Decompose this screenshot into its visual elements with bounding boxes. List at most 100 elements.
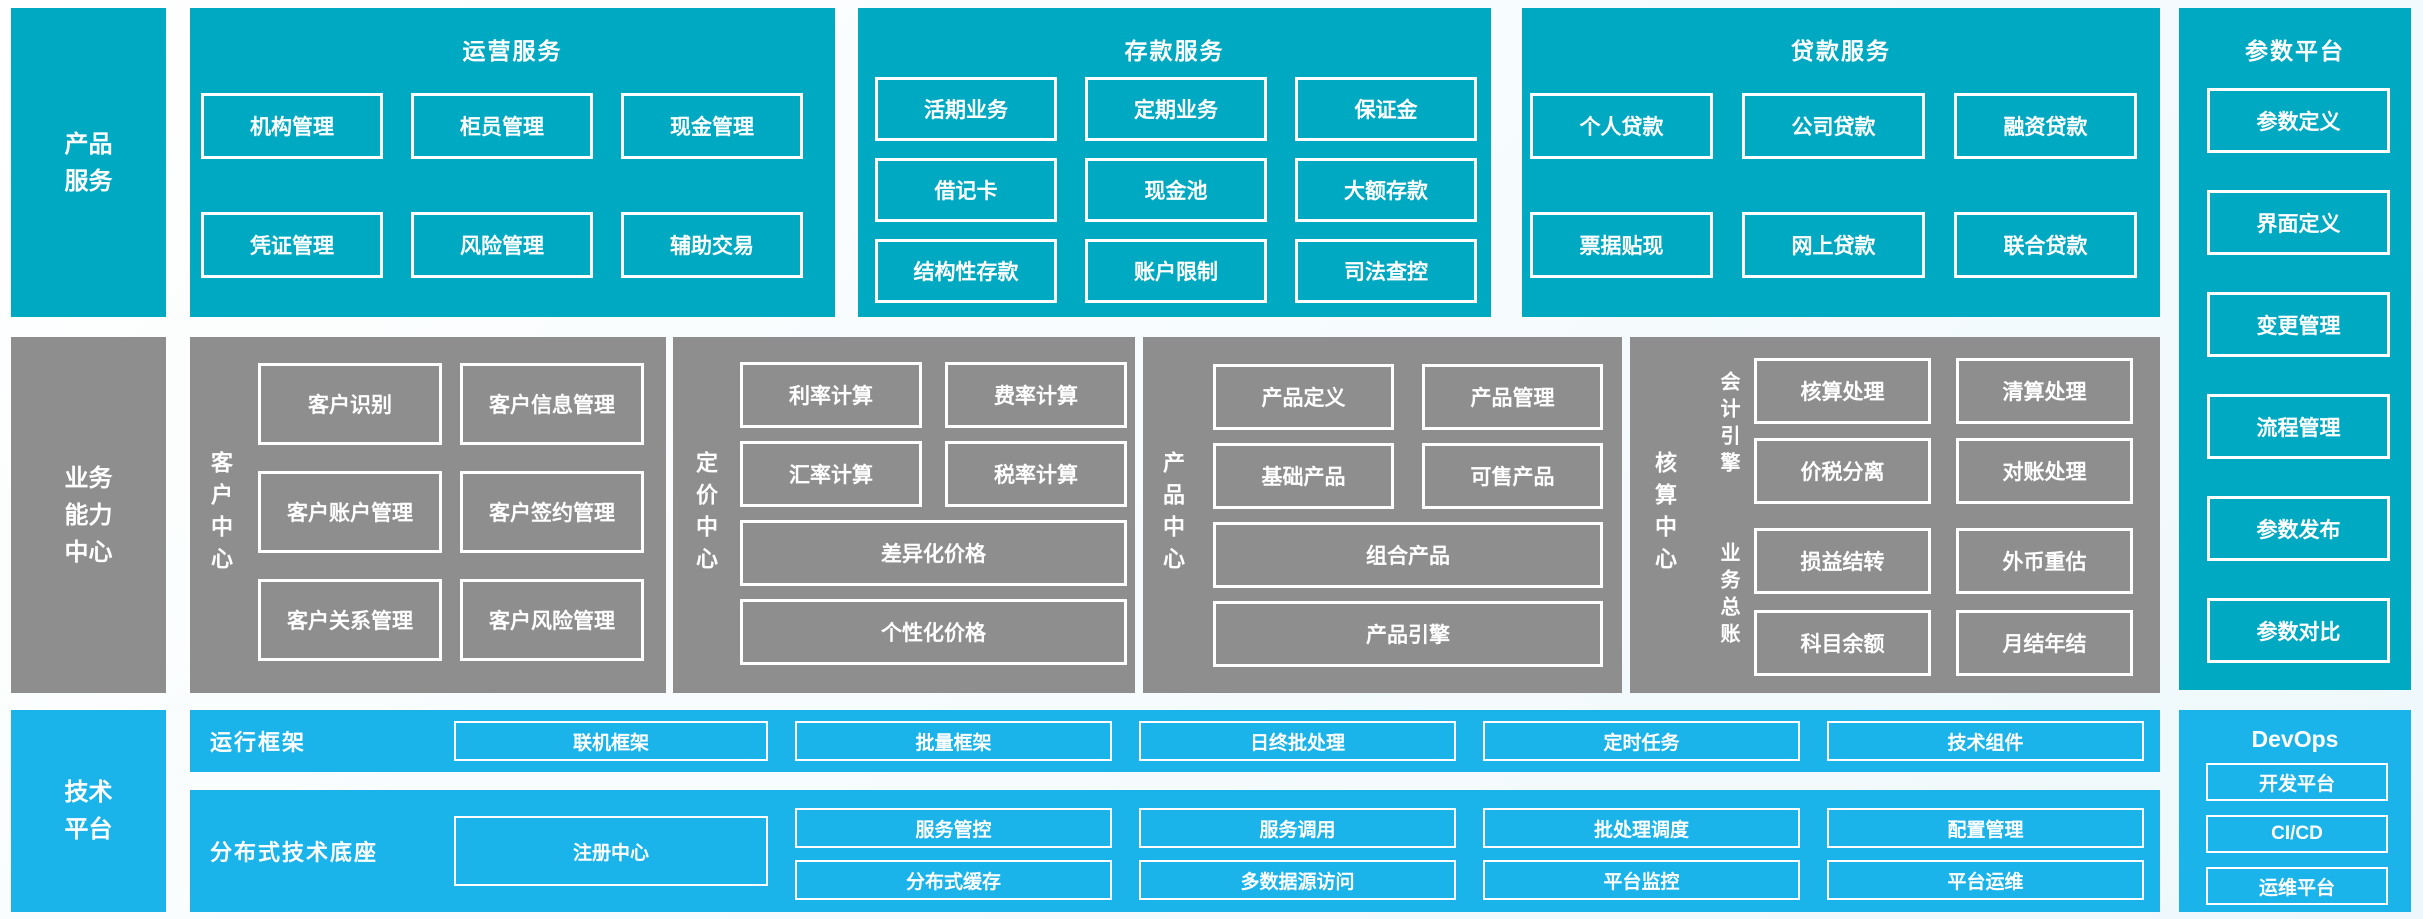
diagram-box: 月结年结: [1956, 610, 2133, 676]
diagram-box: 税率计算: [945, 441, 1127, 507]
section-runtime-framework: 运行框架 联机框架 批量框架 日终批处理 定时任务 技术组件: [190, 710, 2160, 772]
diagram-box: 组合产品: [1213, 522, 1603, 588]
diagram-box: 多数据源访问: [1139, 860, 1456, 900]
diagram-box: 客户识别: [258, 363, 442, 445]
diagram-box: 汇率计算: [740, 441, 922, 507]
diagram-box: 参数定义: [2207, 88, 2390, 153]
diagram-box: 账户限制: [1085, 239, 1267, 303]
diagram-box: 注册中心: [454, 816, 768, 886]
diagram-box: 定时任务: [1483, 721, 1800, 761]
diagram-box: 客户信息管理: [460, 363, 644, 445]
diagram-box: 分布式缓存: [795, 860, 1112, 900]
diagram-box: 产品引擎: [1213, 601, 1603, 667]
section-accounting-center: 核算中心 会计引擎 核算处理 清算处理 价税分离 对账处理 业务总账 损益结转 …: [1630, 337, 2160, 693]
deposits-grid: 活期业务 定期业务 保证金 借记卡 现金池 大额存款 结构性存款 账户限制 司法…: [875, 77, 1477, 303]
rail-label-line: 能力: [64, 501, 113, 529]
rail-label-line: 产品: [64, 130, 113, 158]
section-title: 参数平台: [2245, 38, 2345, 64]
section-distributed-base: 分布式技术底座 注册中心 服务管控 服务调用 批处理调度 配置管理 分布式缓存 …: [190, 790, 2160, 912]
section-parameter-platform: 参数平台 参数定义 界面定义 变更管理 流程管理 参数发布 参数对比: [2179, 8, 2411, 690]
distributed-grid: 服务管控 服务调用 批处理调度 配置管理 分布式缓存 多数据源访问 平台监控 平…: [795, 808, 2144, 900]
section-title: 存款服务: [1124, 38, 1225, 64]
diagram-box: 结构性存款: [875, 239, 1057, 303]
customer-center-label: 客户中心: [208, 451, 233, 579]
section-title: 贷款服务: [1791, 38, 1891, 64]
diagram-box: 平台监控: [1483, 860, 1800, 900]
rail-tech-platform: 技术 平台: [11, 710, 166, 912]
pricing-grid: 利率计算 费率计算 汇率计算 税率计算 差异化价格 个性化价格: [740, 362, 1127, 665]
section-operations: 运营服务 机构管理 柜员管理 现金管理 凭证管理 风险管理 辅助交易: [190, 8, 835, 317]
accounting-engine-label: 会计引擎: [1717, 371, 1739, 479]
diagram-box: 票据贴现: [1530, 212, 1713, 278]
diagram-box: 服务调用: [1139, 808, 1456, 848]
diagram-box: 定期业务: [1085, 77, 1267, 141]
parameter-grid: 参数定义 界面定义 变更管理 流程管理 参数发布 参数对比: [2207, 88, 2390, 663]
diagram-box: 日终批处理: [1139, 721, 1456, 761]
business-ledger-label: 业务总账: [1717, 542, 1739, 650]
rail-label-line: 业务: [64, 464, 113, 492]
section-devops: DevOps 开发平台 CI/CD 运维平台: [2179, 710, 2411, 912]
diagram-box: 保证金: [1295, 77, 1477, 141]
diagram-box: 大额存款: [1295, 158, 1477, 222]
diagram-box: 辅助交易: [621, 212, 803, 278]
pricing-center-label: 定价中心: [693, 451, 718, 579]
diagram-box: 基础产品: [1213, 443, 1394, 509]
diagram-box: 开发平台: [2206, 763, 2388, 801]
diagram-box: 产品管理: [1422, 364, 1603, 430]
section-loans: 贷款服务 个人贷款 公司贷款 融资贷款 票据贴现 网上贷款 联合贷款: [1522, 8, 2160, 317]
section-title: DevOps: [2251, 726, 2339, 752]
diagram-box: 可售产品: [1422, 443, 1603, 509]
diagram-box: 风险管理: [411, 212, 593, 278]
diagram-box: 柜员管理: [411, 93, 593, 159]
diagram-box: 客户账户管理: [258, 471, 442, 553]
diagram-box: 批处理调度: [1483, 808, 1800, 848]
devops-grid: 开发平台 CI/CD 运维平台: [2206, 763, 2388, 905]
diagram-box: 对账处理: [1956, 438, 2133, 504]
diagram-box: 客户关系管理: [258, 579, 442, 661]
diagram-box: 联合贷款: [1954, 212, 2137, 278]
rail-label-line: 平台: [64, 816, 113, 843]
diagram-box: 个性化价格: [740, 599, 1127, 665]
diagram-box: 网上贷款: [1742, 212, 1925, 278]
section-deposits: 存款服务 活期业务 定期业务 保证金 借记卡 现金池 大额存款 结构性存款 账户…: [858, 8, 1491, 317]
business-ledger-grid: 损益结转 外币重估 科目余额 月结年结: [1754, 528, 2133, 676]
product-center-label: 产品中心: [1160, 451, 1185, 579]
loans-grid: 个人贷款 公司贷款 融资贷款 票据贴现 网上贷款 联合贷款: [1530, 93, 2137, 278]
diagram-box: 借记卡: [875, 158, 1057, 222]
accounting-center-label: 核算中心: [1652, 451, 1677, 579]
diagram-box: 技术组件: [1827, 721, 2144, 761]
diagram-box: 损益结转: [1754, 528, 1931, 594]
diagram-box: 运维平台: [2206, 867, 2388, 905]
diagram-box: 参数对比: [2207, 598, 2390, 663]
diagram-box: 活期业务: [875, 77, 1057, 141]
diagram-box: 外币重估: [1956, 528, 2133, 594]
diagram-box: 现金管理: [621, 93, 803, 159]
section-pricing-center: 定价中心 利率计算 费率计算 汇率计算 税率计算 差异化价格 个性化价格: [673, 337, 1135, 693]
diagram-box: 流程管理: [2207, 394, 2390, 459]
diagram-box: 费率计算: [945, 362, 1127, 428]
runtime-framework-label: 运行框架: [210, 730, 307, 755]
diagram-box: 利率计算: [740, 362, 922, 428]
diagram-box: 公司贷款: [1742, 93, 1925, 159]
rail-tech-platform-label: 技术 平台: [11, 710, 166, 912]
runtime-grid: 联机框架 批量框架 日终批处理 定时任务 技术组件: [454, 721, 2144, 761]
diagram-box: 融资贷款: [1954, 93, 2137, 159]
product-grid: 产品定义 产品管理 基础产品 可售产品 组合产品 产品引擎: [1213, 364, 1603, 667]
diagram-box: 机构管理: [201, 93, 383, 159]
diagram-box: 客户签约管理: [460, 471, 644, 553]
section-title: 运营服务: [462, 38, 563, 64]
rail-label-line: 中心: [64, 538, 113, 566]
rail-product-services: 产品 服务: [11, 8, 166, 317]
diagram-box: 司法查控: [1295, 239, 1477, 303]
rail-business-capability-center: 业务 能力 中心: [11, 337, 166, 693]
diagram-box: 界面定义: [2207, 190, 2390, 255]
diagram-box: 现金池: [1085, 158, 1267, 222]
diagram-box: 产品定义: [1213, 364, 1394, 430]
diagram-box: 价税分离: [1754, 438, 1931, 504]
diagram-box: 清算处理: [1956, 358, 2133, 424]
section-customer-center: 客户中心 客户识别 客户信息管理 客户账户管理 客户签约管理 客户关系管理 客户…: [190, 337, 666, 693]
diagram-box: 个人贷款: [1530, 93, 1713, 159]
rail-product-services-label: 产品 服务: [11, 8, 166, 317]
diagram-box: 科目余额: [1754, 610, 1931, 676]
